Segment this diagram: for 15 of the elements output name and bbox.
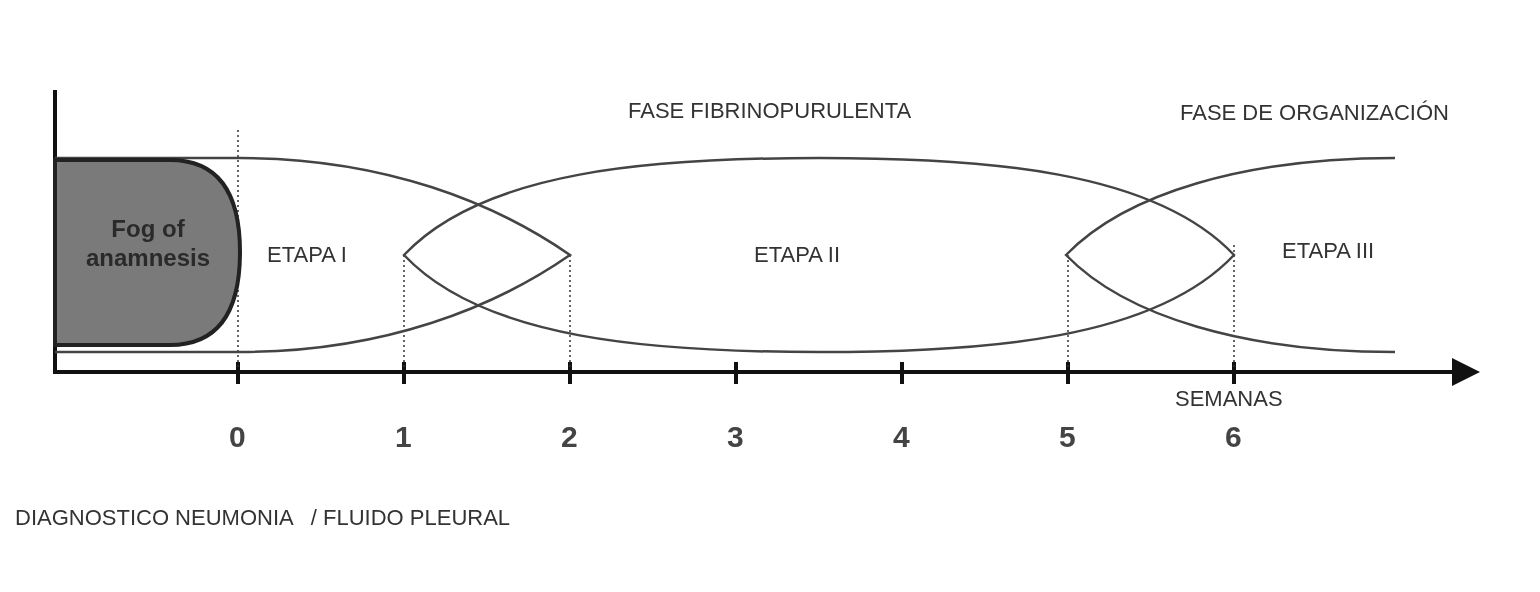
phase-label: FASE DE ORGANIZACIÓN (1180, 100, 1449, 126)
tick-label: 0 (229, 420, 246, 454)
stage-label: ETAPA III (1282, 238, 1375, 264)
stage-label: ETAPA II (754, 242, 840, 268)
phase-label: FASE FIBRINOPURULENTA (628, 98, 912, 124)
tick-label: 2 (561, 420, 578, 454)
tick-label: 6 (1225, 420, 1242, 454)
stage-label: ETAPA I (267, 242, 347, 268)
tick-label: 5 (1059, 420, 1076, 454)
block-label: Fog of anamnesis (84, 215, 212, 273)
caption: DIAGNOSTICO NEUMONIA / FLUIDO PLEURAL (15, 505, 511, 531)
tick-label: 3 (727, 420, 744, 454)
tick-label: 1 (395, 420, 412, 454)
axis-title: SEMANAS (1175, 386, 1283, 412)
tick-label: 4 (893, 420, 910, 454)
